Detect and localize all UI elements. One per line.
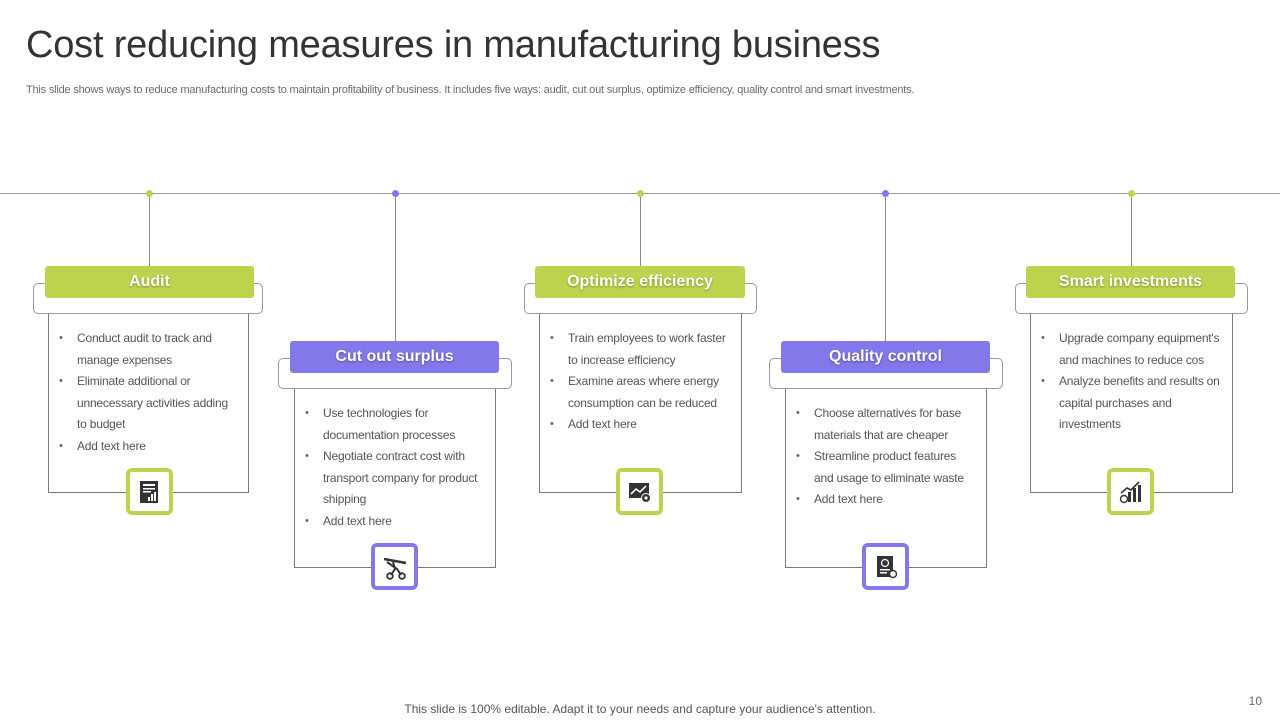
- timeline-dot: [1128, 190, 1135, 197]
- bullet-item: Negotiate contract cost with transport c…: [305, 446, 485, 511]
- card-heading: Smart investments: [1026, 266, 1235, 298]
- bullet-item: Add text here: [59, 436, 238, 458]
- timeline-dot: [146, 190, 153, 197]
- bullet-list: Upgrade company equipment's and machines…: [1031, 314, 1232, 436]
- card-heading: Optimize efficiency: [535, 266, 745, 298]
- certificate-icon: [862, 543, 909, 590]
- growth-chart-icon: [1107, 468, 1154, 515]
- bullet-item: Conduct audit to track and manage expens…: [59, 328, 238, 371]
- bullet-list: Choose alternatives for base materials t…: [786, 389, 986, 511]
- bullet-item: Eliminate additional or unnecessary acti…: [59, 371, 238, 436]
- bullet-list: Use technologies for documentation proce…: [295, 389, 495, 533]
- card-body: Use technologies for documentation proce…: [294, 389, 496, 568]
- card-body: Choose alternatives for base materials t…: [785, 389, 987, 568]
- timeline-dot: [392, 190, 399, 197]
- bullet-item: Analyze benefits and results on capital …: [1041, 371, 1222, 436]
- timeline-connector: [1131, 197, 1132, 266]
- bullet-item: Train employees to work faster to increa…: [550, 328, 731, 371]
- page-title: Cost reducing measures in manufacturing …: [26, 24, 881, 66]
- card-body: Train employees to work faster to increa…: [539, 314, 742, 493]
- timeline-connector: [885, 197, 886, 341]
- bullet-item: Add text here: [550, 414, 731, 436]
- bullet-item: Choose alternatives for base materials t…: [796, 403, 976, 446]
- bullet-item: Streamline product features and usage to…: [796, 446, 976, 489]
- bullet-item: Add text here: [796, 489, 976, 511]
- timeline-connector: [395, 197, 396, 341]
- page-number: 10: [1248, 694, 1262, 708]
- audit-report-icon: [126, 468, 173, 515]
- card-heading: Audit: [45, 266, 254, 298]
- timeline-dot: [637, 190, 644, 197]
- scissors-cut-icon: [371, 543, 418, 590]
- timeline-connector: [149, 197, 150, 266]
- card-heading: Quality control: [781, 341, 990, 373]
- bullet-item: Use technologies for documentation proce…: [305, 403, 485, 446]
- bullet-item: Examine areas where energy consumption c…: [550, 371, 731, 414]
- card-heading: Cut out surplus: [290, 341, 499, 373]
- chart-gear-icon: [616, 468, 663, 515]
- card-body: Conduct audit to track and manage expens…: [48, 314, 249, 493]
- bullet-item: Upgrade company equipment's and machines…: [1041, 328, 1222, 371]
- page-subtitle: This slide shows ways to reduce manufact…: [26, 84, 915, 96]
- timeline-dot: [882, 190, 889, 197]
- bullet-list: Conduct audit to track and manage expens…: [49, 314, 248, 458]
- bullet-list: Train employees to work faster to increa…: [540, 314, 741, 436]
- bullet-item: Add text here: [305, 511, 485, 533]
- card-body: Upgrade company equipment's and machines…: [1030, 314, 1233, 493]
- footer-note: This slide is 100% editable. Adapt it to…: [404, 702, 876, 716]
- timeline-connector: [640, 197, 641, 266]
